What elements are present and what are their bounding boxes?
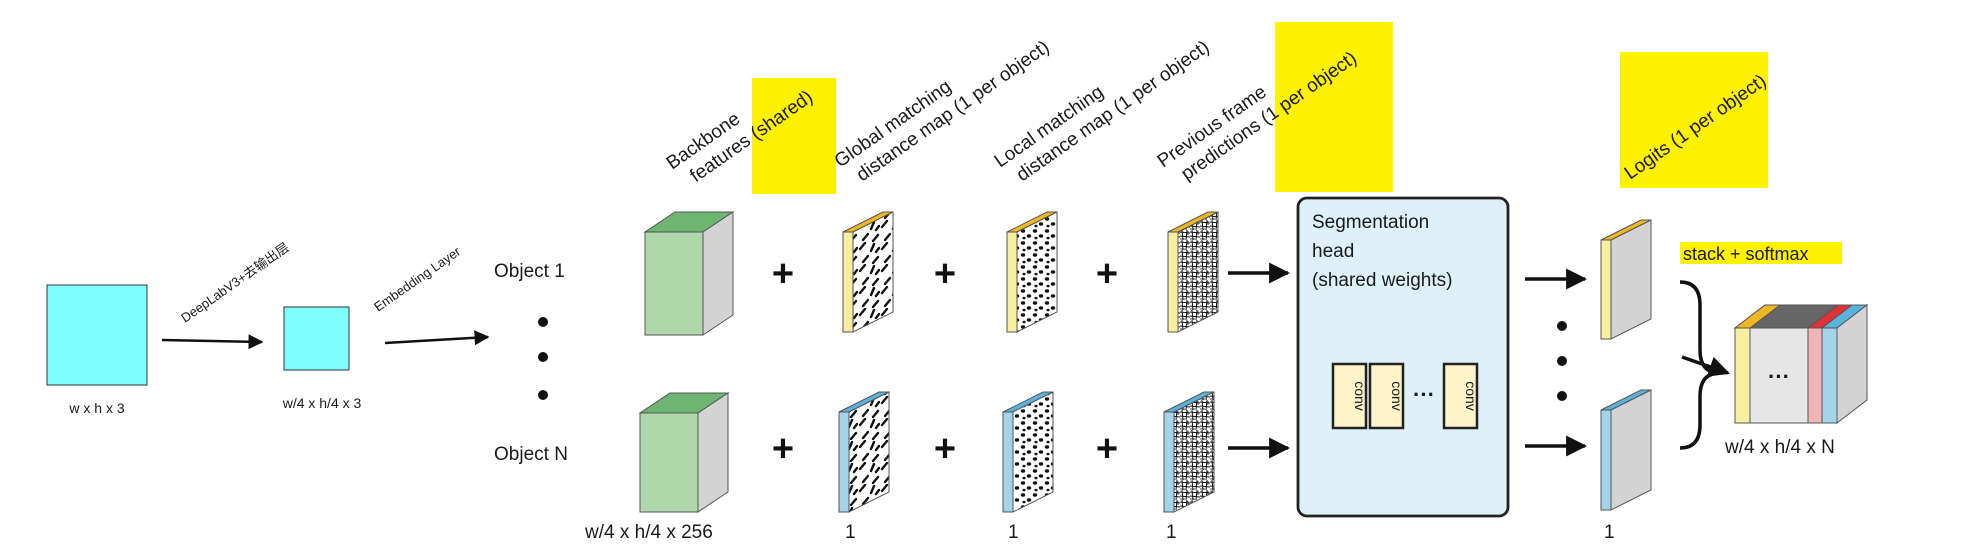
objects-ellipsis-dot-3	[538, 390, 548, 400]
objects-ellipsis-dot-2	[538, 352, 548, 362]
logits-object-n	[1600, 389, 1652, 511]
object-1-label: Object 1	[494, 261, 565, 282]
logits-ellipsis-dot-3	[1557, 391, 1567, 401]
local-matching-map-object-n	[1002, 391, 1054, 513]
conv-layer-1: conv	[1331, 362, 1368, 430]
plus-sign: +	[772, 428, 794, 470]
backbone-edge-label: DeepLabV3+去输出层	[178, 240, 292, 326]
embedding-edge-label: Embedding Layer	[371, 243, 464, 314]
stacked-softmax-output: ···	[1733, 303, 1869, 425]
local-matching-map-object-1	[1006, 211, 1058, 333]
global-matching-map-object-n	[838, 391, 890, 513]
stack-softmax-highlight	[1680, 242, 1842, 264]
objects-ellipsis-dot-1	[538, 317, 548, 327]
previous-frame-prediction-object-1	[1167, 211, 1219, 333]
svg-text:conv: conv	[1463, 381, 1479, 411]
backbone-arrow	[161, 334, 264, 350]
logits-object-1	[1600, 219, 1652, 340]
conv-layer-2: conv	[1368, 362, 1405, 430]
backbone-features-dims: w/4 x h/4 x 256	[584, 522, 713, 543]
embedding-arrow	[384, 330, 490, 346]
plus-sign: +	[772, 253, 794, 295]
conv-layer-n: conv	[1442, 362, 1479, 430]
svg-text:···: ···	[1768, 364, 1790, 389]
per-object-highlight-1	[1275, 22, 1393, 192]
svg-text:conv: conv	[1389, 381, 1405, 411]
local-matching-dims: 1	[1008, 522, 1019, 543]
output-dims: w/4 x h/4 x N	[1724, 437, 1835, 458]
previous-frame-prediction-object-n	[1163, 391, 1215, 513]
previous-frame-dims: 1	[1166, 522, 1177, 543]
input-size-label: w x h x 3	[68, 400, 124, 416]
backbone-feature-block-object-1	[643, 211, 735, 336]
segmentation-head-title: Segmentation head (shared weights)	[1312, 212, 1452, 291]
conv-ellipsis: ···	[1413, 382, 1435, 407]
global-matching-map-object-1	[842, 211, 894, 333]
svg-text:conv: conv	[1352, 381, 1368, 411]
plus-sign: +	[934, 428, 956, 470]
plus-sign: +	[1096, 428, 1118, 470]
backbone-feature-block-object-n	[638, 392, 730, 513]
merge-arrow	[1681, 355, 1730, 377]
global-matching-dims: 1	[845, 522, 856, 543]
logits-ellipsis-dot-2	[1557, 356, 1567, 366]
segmentation-head	[1296, 196, 1510, 518]
shared-highlight	[752, 78, 836, 194]
logits-ellipsis-dot-1	[1557, 321, 1567, 331]
per-object-highlight-2	[1620, 52, 1768, 188]
input-image-block	[46, 284, 148, 386]
logits-dims: 1	[1604, 522, 1615, 543]
stack-softmax-label: stack + softmax	[1683, 244, 1809, 264]
downsampled-image-block	[283, 306, 350, 371]
plus-sign: +	[1096, 253, 1118, 295]
plus-sign: +	[934, 253, 956, 295]
object-n-label: Object N	[494, 444, 568, 465]
downsampled-size-label: w/4 x h/4 x 3	[282, 395, 362, 411]
